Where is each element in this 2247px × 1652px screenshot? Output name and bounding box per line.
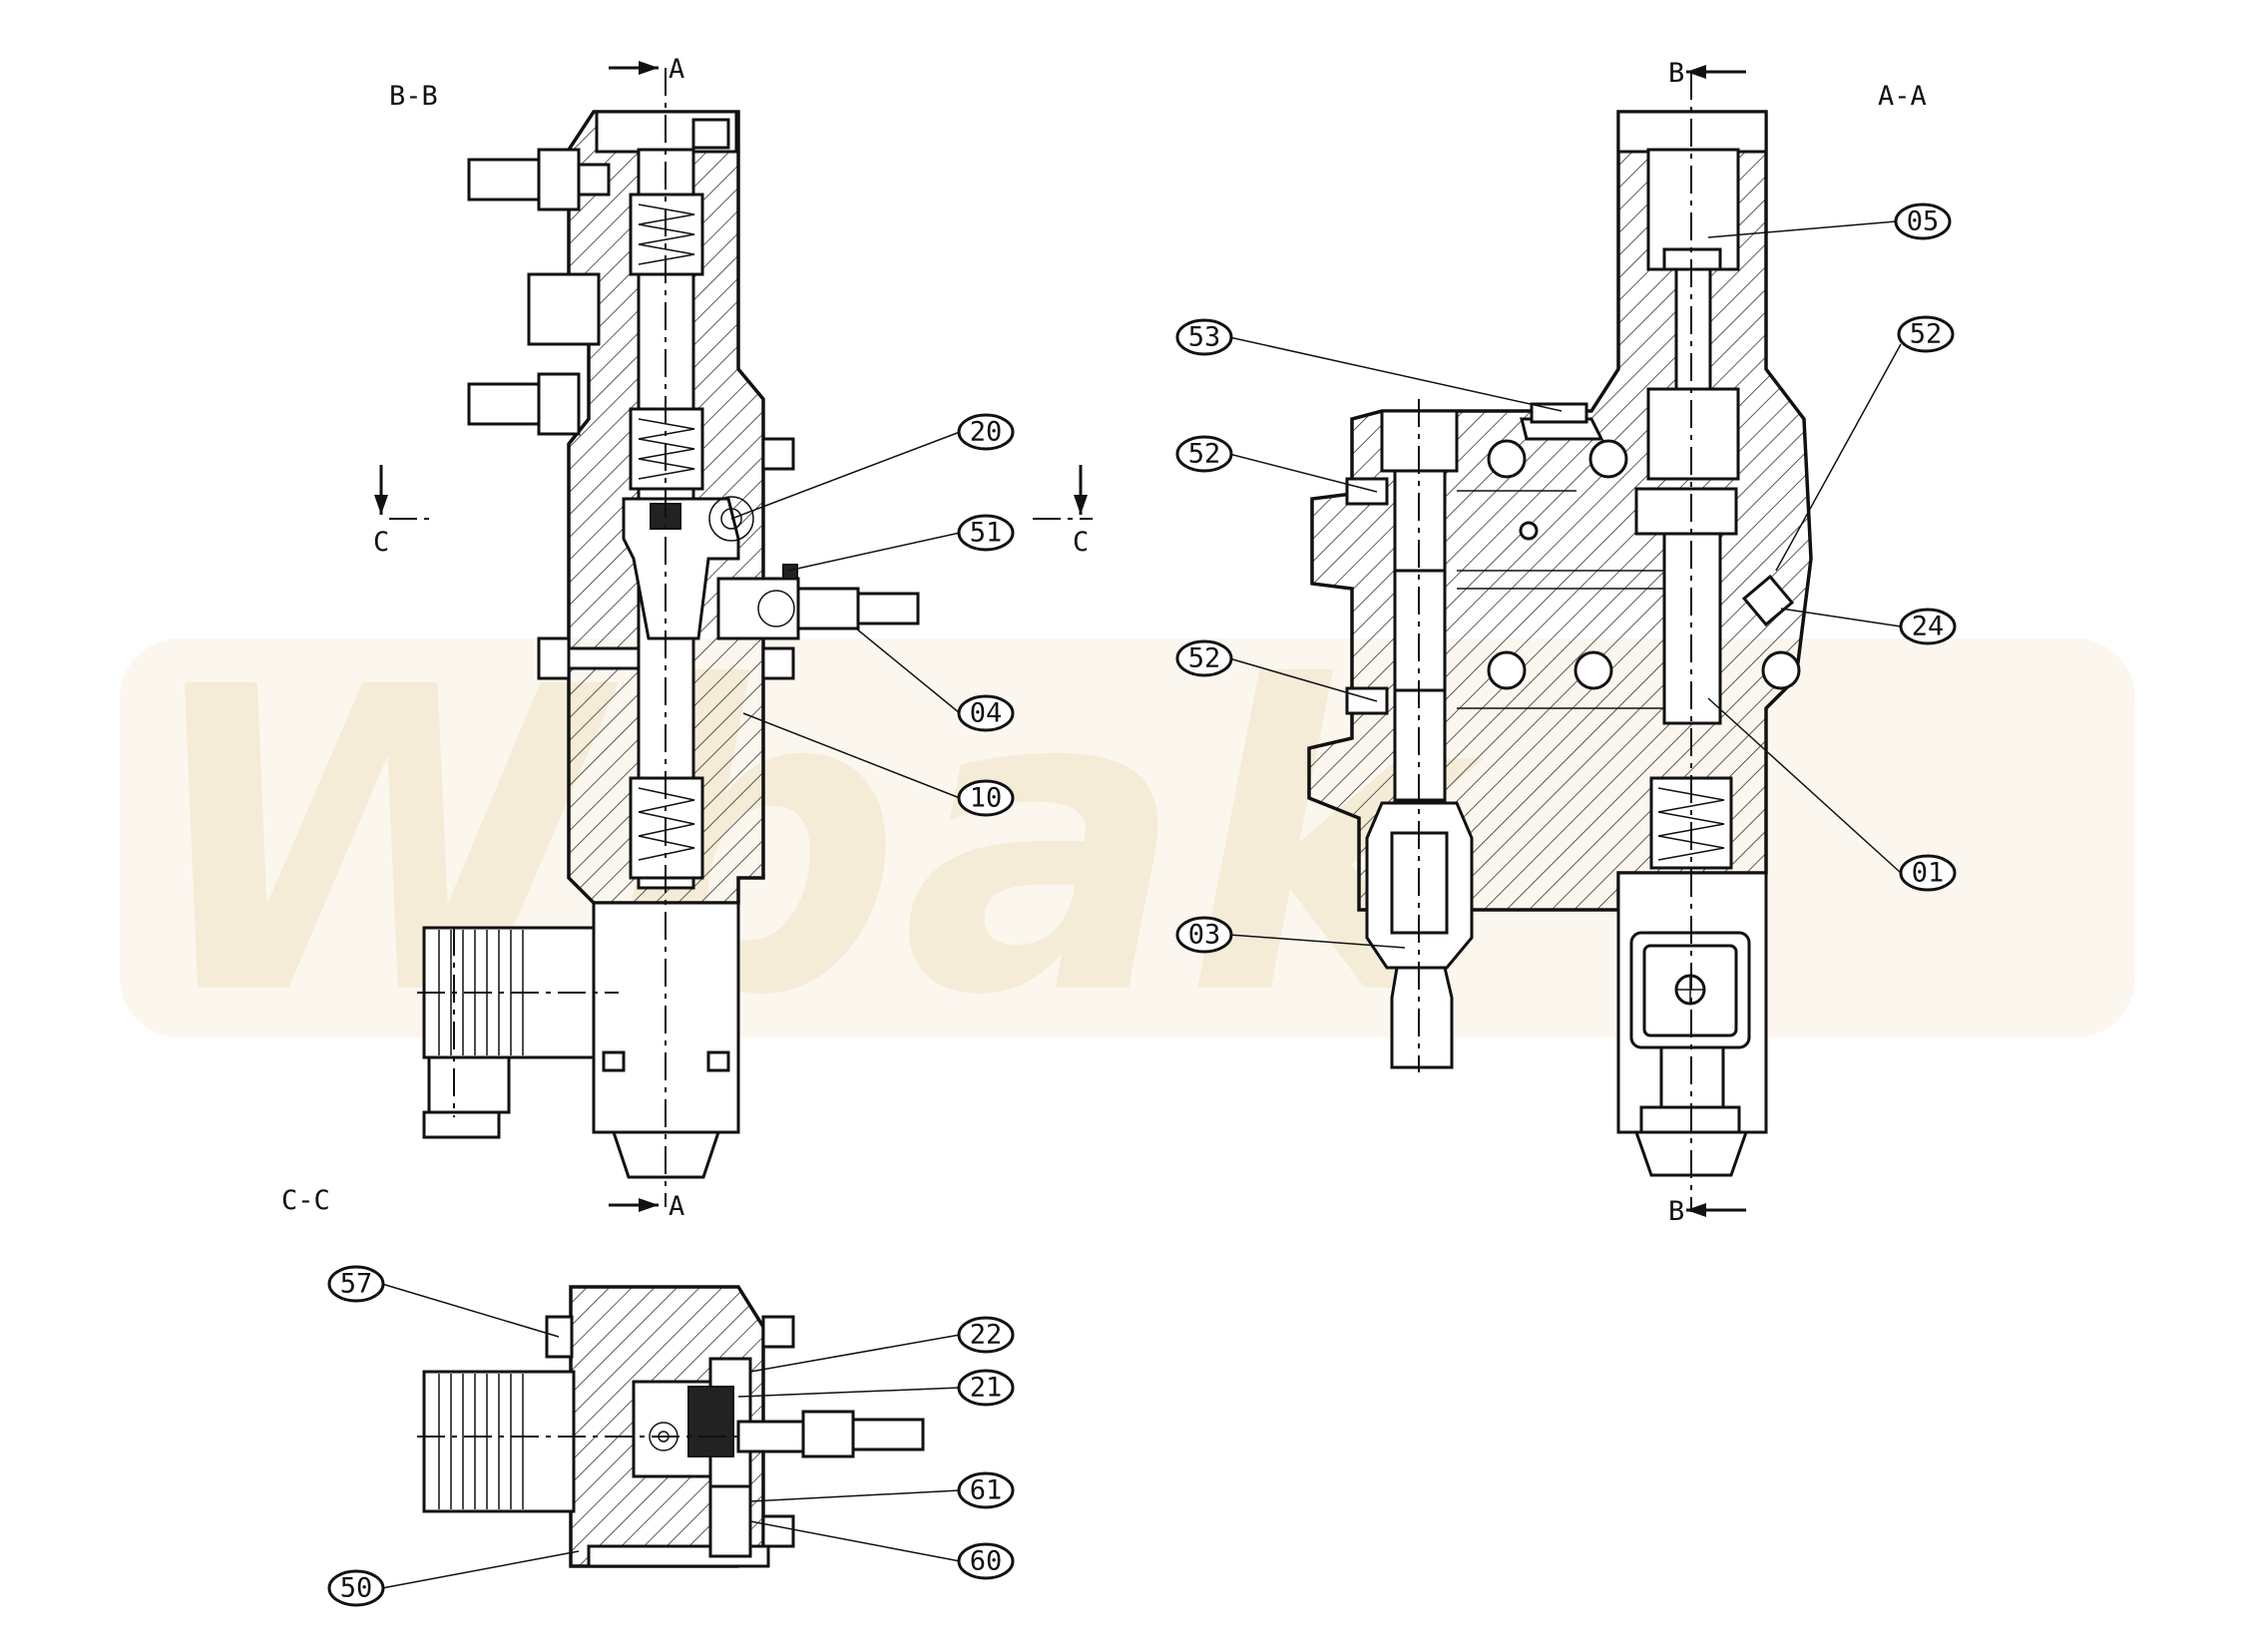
callout-52-a: 52 [1775,315,1955,572]
callout-60: 60 [749,1520,1015,1580]
callout-03: 03 [1175,916,1406,954]
callout-05: 05 [1707,203,1952,240]
svg-text:05: 05 [1907,206,1940,237]
svg-text:21: 21 [970,1373,1003,1404]
svg-text:20: 20 [970,417,1003,448]
svg-text:61: 61 [970,1475,1003,1506]
svg-text:10: 10 [970,783,1003,814]
port-fittings-left-bb [467,148,641,680]
svg-text:57: 57 [340,1269,373,1300]
callout-61: 61 [749,1471,1015,1509]
view-aa: A-A B B [1307,58,1927,1227]
callout-52-c: 52 [1175,639,1378,702]
callout-52-b: 52 [1175,435,1378,493]
callout-51: 51 [787,514,1015,572]
callout-50: 50 [327,1550,580,1607]
callout-24: 24 [1780,608,1957,645]
section-mark-c-left: C [373,527,389,558]
section-mark-b-bottom: B [1668,1196,1684,1227]
callout-10: 10 [742,712,1015,817]
connector-cc [422,1370,576,1513]
solenoid-bb [422,901,740,1179]
svg-text:22: 22 [970,1320,1003,1351]
svg-text:04: 04 [970,698,1003,729]
svg-text:03: 03 [1188,920,1221,951]
section-mark-b-top: B [1668,58,1684,89]
svg-text:53: 53 [1188,322,1221,353]
callout-53: 53 [1175,318,1563,412]
svg-text:51: 51 [970,518,1003,549]
spring-lower-aa [1649,776,1733,870]
callout-20: 20 [730,413,1015,520]
view-aa-label: A-A [1878,81,1927,112]
callout-01: 01 [1707,697,1957,892]
watermark-text: Wbak [140,600,1486,1087]
callout-21: 21 [737,1369,1015,1407]
view-bb: B-B A A C C [373,54,1093,1222]
watermark: Wbak [120,600,2135,1087]
section-mark-a-bottom: A [669,1191,684,1222]
view-cc: C-C [281,1185,925,1568]
view-cc-label: C-C [281,1185,330,1216]
callout-04: 04 [855,627,1015,732]
section-mark-a-top: A [669,54,684,85]
svg-text:52: 52 [1188,439,1221,470]
fitting-04-bb [716,564,920,640]
callout-22: 22 [749,1316,1015,1373]
svg-text:24: 24 [1912,612,1945,642]
svg-text:60: 60 [970,1546,1003,1577]
section-mark-c-right: C [1073,527,1089,558]
callout-57: 57 [327,1265,560,1338]
svg-text:52: 52 [1188,643,1221,674]
callouts: 20 51 04 10 05 52 [327,203,1957,1607]
svg-text:52: 52 [1910,319,1943,350]
svg-text:01: 01 [1912,858,1945,889]
svg-text:50: 50 [340,1573,373,1604]
view-bb-label: B-B [389,81,438,112]
